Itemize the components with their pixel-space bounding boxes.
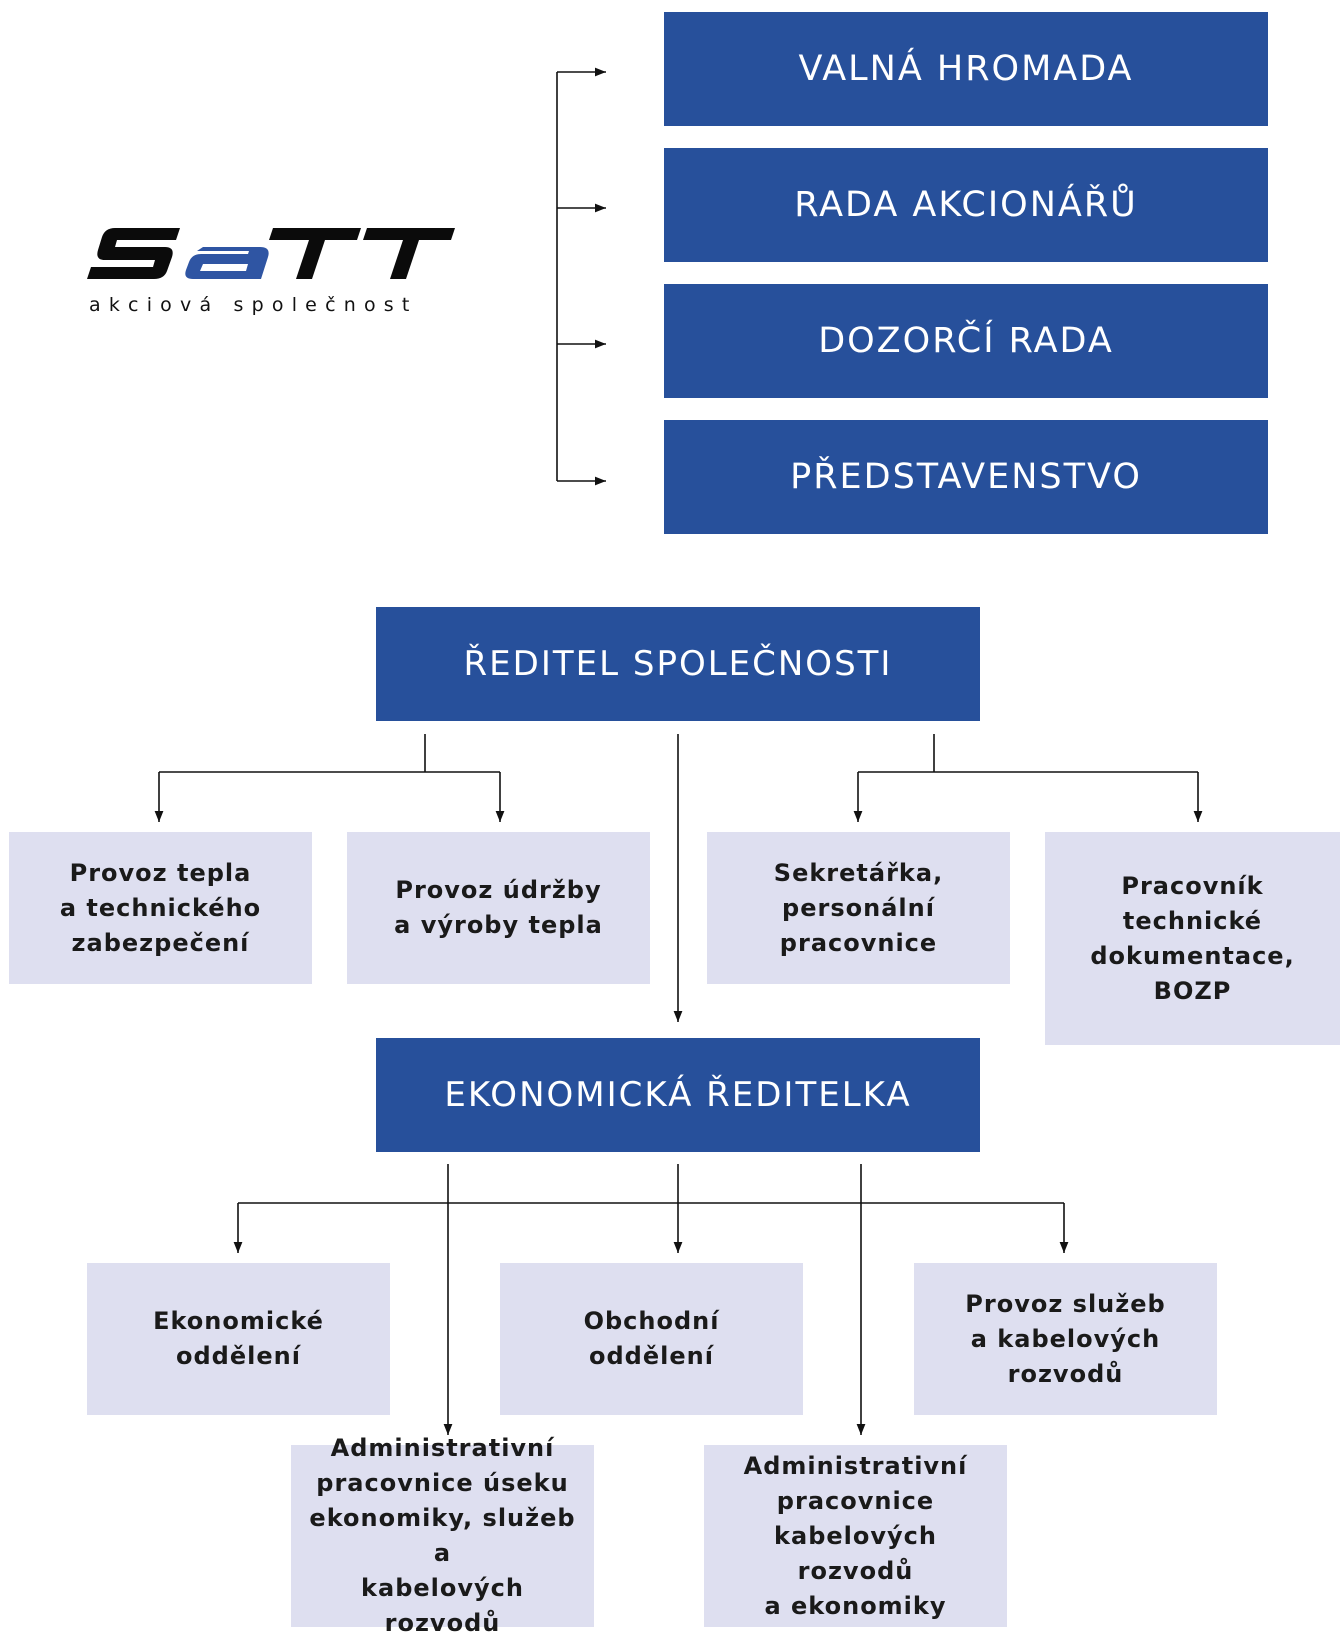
box-predstavenstvo: PŘEDSTAVENSTVO — [664, 420, 1268, 534]
box-obchodni-oddeleni: Obchodní oddělení — [500, 1263, 803, 1415]
logo-letter-t1 — [269, 228, 361, 279]
box-provoz-udrzby: Provoz údržby a výroby tepla — [347, 832, 650, 984]
box-pracovnik-technicke-dokumentace: Pracovník technické dokumentace, BOZP — [1045, 832, 1340, 1045]
box-dozorci-rada: DOZORČÍ RADA — [664, 284, 1268, 398]
box-ekonomicka-reditelka: EKONOMICKÁ ŘEDITELKA — [376, 1038, 980, 1152]
logo-letter-t2 — [363, 228, 455, 279]
box-admin-kabelovych-rozvodu: Administrativní pracovnice kabelových ro… — [704, 1445, 1007, 1627]
box-rada-akcionaru: RADA AKCIONÁŘŮ — [664, 148, 1268, 262]
box-reditel-spolecnosti: ŘEDITEL SPOLEČNOSTI — [376, 607, 980, 721]
logo-letter-a — [185, 247, 269, 279]
connector-director-left — [159, 734, 500, 773]
box-admin-ekonomiky-sluzeb: Administrativní pracovnice úseku ekonomi… — [291, 1434, 594, 1637]
satt-logo: akciová společnost — [85, 226, 485, 326]
satt-logo-mark — [87, 228, 455, 279]
box-provoz-tepla: Provoz tepla a technického zabezpečení — [9, 832, 312, 984]
logo-letter-s — [87, 228, 180, 279]
logo-subtitle: akciová společnost — [89, 294, 418, 316]
box-sekretarka: Sekretářka, personální pracovnice — [707, 832, 1010, 984]
box-valna-hromada: VALNÁ HROMADA — [664, 12, 1268, 126]
box-provoz-sluzeb: Provoz služeb a kabelových rozvodů — [914, 1263, 1217, 1415]
box-ekonomicke-oddeleni: Ekonomické oddělení — [87, 1263, 390, 1415]
connector-director-right — [858, 734, 1198, 773]
